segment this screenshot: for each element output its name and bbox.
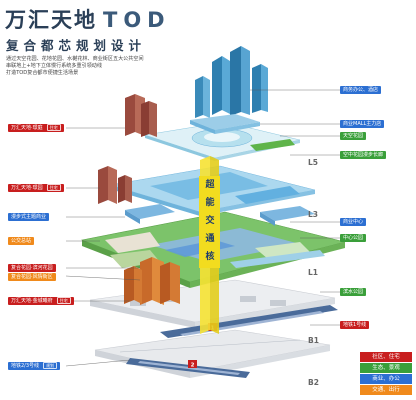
- label-waterfront-park: 滨水公园: [340, 288, 367, 296]
- label-riverside-garden: 复合花园·滨河花园: [8, 264, 56, 272]
- label-central-park: 中心公园: [340, 234, 367, 242]
- label-metro-line-2-3: 地铁2/3号线规划: [8, 362, 61, 370]
- label-bus-terminal: 公交总站: [8, 237, 35, 245]
- level-label-l3: L3: [308, 210, 318, 219]
- vertical-transit-core: [199, 156, 220, 334]
- commercial-blocks: [125, 114, 315, 226]
- label-themed-commerce: 漫步式主题商业: [8, 213, 50, 221]
- label-jingting: 万汇天地·璟庭住宅: [8, 124, 64, 132]
- metro-line-2: 2: [126, 358, 250, 378]
- l5-plane: [144, 121, 301, 161]
- office-towers: [195, 46, 268, 118]
- label-commercial-center: 商业中心: [340, 218, 367, 226]
- legend-ecology: 生态、景观: [360, 363, 412, 373]
- label-jingyuan: 万汇天地·璟园住宅: [8, 184, 64, 192]
- legend-commercial: 商业、办公: [360, 374, 412, 384]
- tower-jinchengxifu: [124, 257, 180, 305]
- tower-jingting: [125, 94, 157, 137]
- label-office-hotel: 商务办公、酒店: [340, 86, 382, 94]
- legend-transport: 交通、出行: [360, 385, 412, 395]
- label-mall-anchor: 商业MALL主力店: [340, 120, 385, 128]
- label-jinchengxifu: 万汇天地·金城曦府住宅: [8, 297, 74, 305]
- page-subtitle: 复合都芯规划设计: [6, 38, 147, 53]
- legend-residential: 社区、住宅: [360, 352, 412, 362]
- level-label-b2: B2: [308, 378, 319, 387]
- description-text: 通过天空花园、花地花园、水樾花林、商业街区五大公共空间 串联地上+地下立体慢行系…: [6, 56, 144, 77]
- label-metro-line-1: 地铁1号线: [340, 321, 370, 329]
- residential-towers-left: [98, 94, 180, 305]
- level-label-b1: B1: [308, 336, 319, 345]
- label-sky-promenade: 空中花园漫步长廊: [340, 151, 387, 159]
- level-label-l5: L5: [308, 158, 318, 167]
- tower-jingyuan: [98, 166, 132, 204]
- central-banner: 超 能 交 通 核: [205, 180, 215, 262]
- level-label-l1: L1: [308, 268, 318, 277]
- label-style-street: 复合花园·风情街区: [8, 273, 56, 281]
- label-sky-garden: 天空花园: [340, 132, 367, 140]
- svg-text:2: 2: [191, 363, 195, 369]
- connector-lines: [65, 89, 340, 367]
